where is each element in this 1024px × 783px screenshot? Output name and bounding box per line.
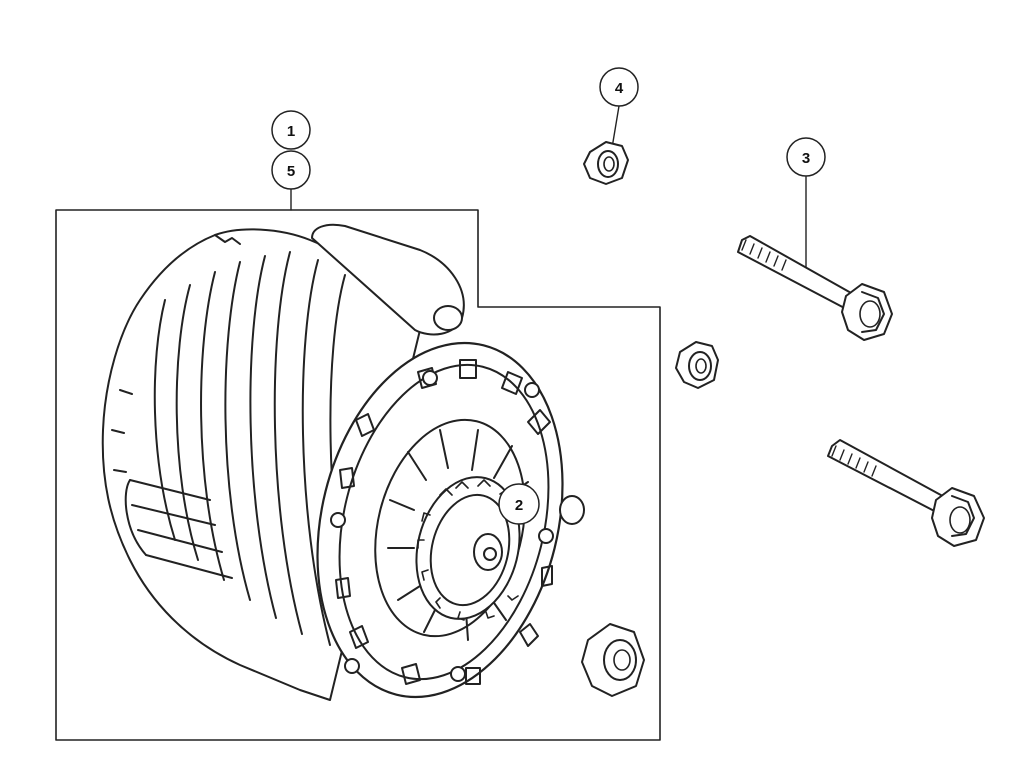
callout-1-label: 1 (287, 123, 295, 140)
callout-5: 5 (271, 150, 311, 190)
flange-nut-middle (675, 341, 719, 389)
group-frame (55, 209, 661, 741)
callout-3-label: 3 (802, 150, 810, 167)
flange-nut-bottom (581, 623, 645, 697)
flange-nut-top (583, 141, 629, 185)
callout-5-label: 5 (287, 163, 295, 180)
callout-4: 4 (599, 67, 639, 107)
leader-line-4 (611, 105, 620, 149)
callout-2-label: 2 (515, 497, 523, 514)
alternator (101, 223, 585, 701)
bolt-upper (737, 235, 893, 341)
callout-4-label: 4 (615, 80, 624, 97)
callout-2: 2 (498, 483, 540, 525)
callout-1: 1 (271, 110, 311, 150)
callout-3: 3 (786, 137, 826, 177)
bolt-lower (827, 439, 985, 547)
